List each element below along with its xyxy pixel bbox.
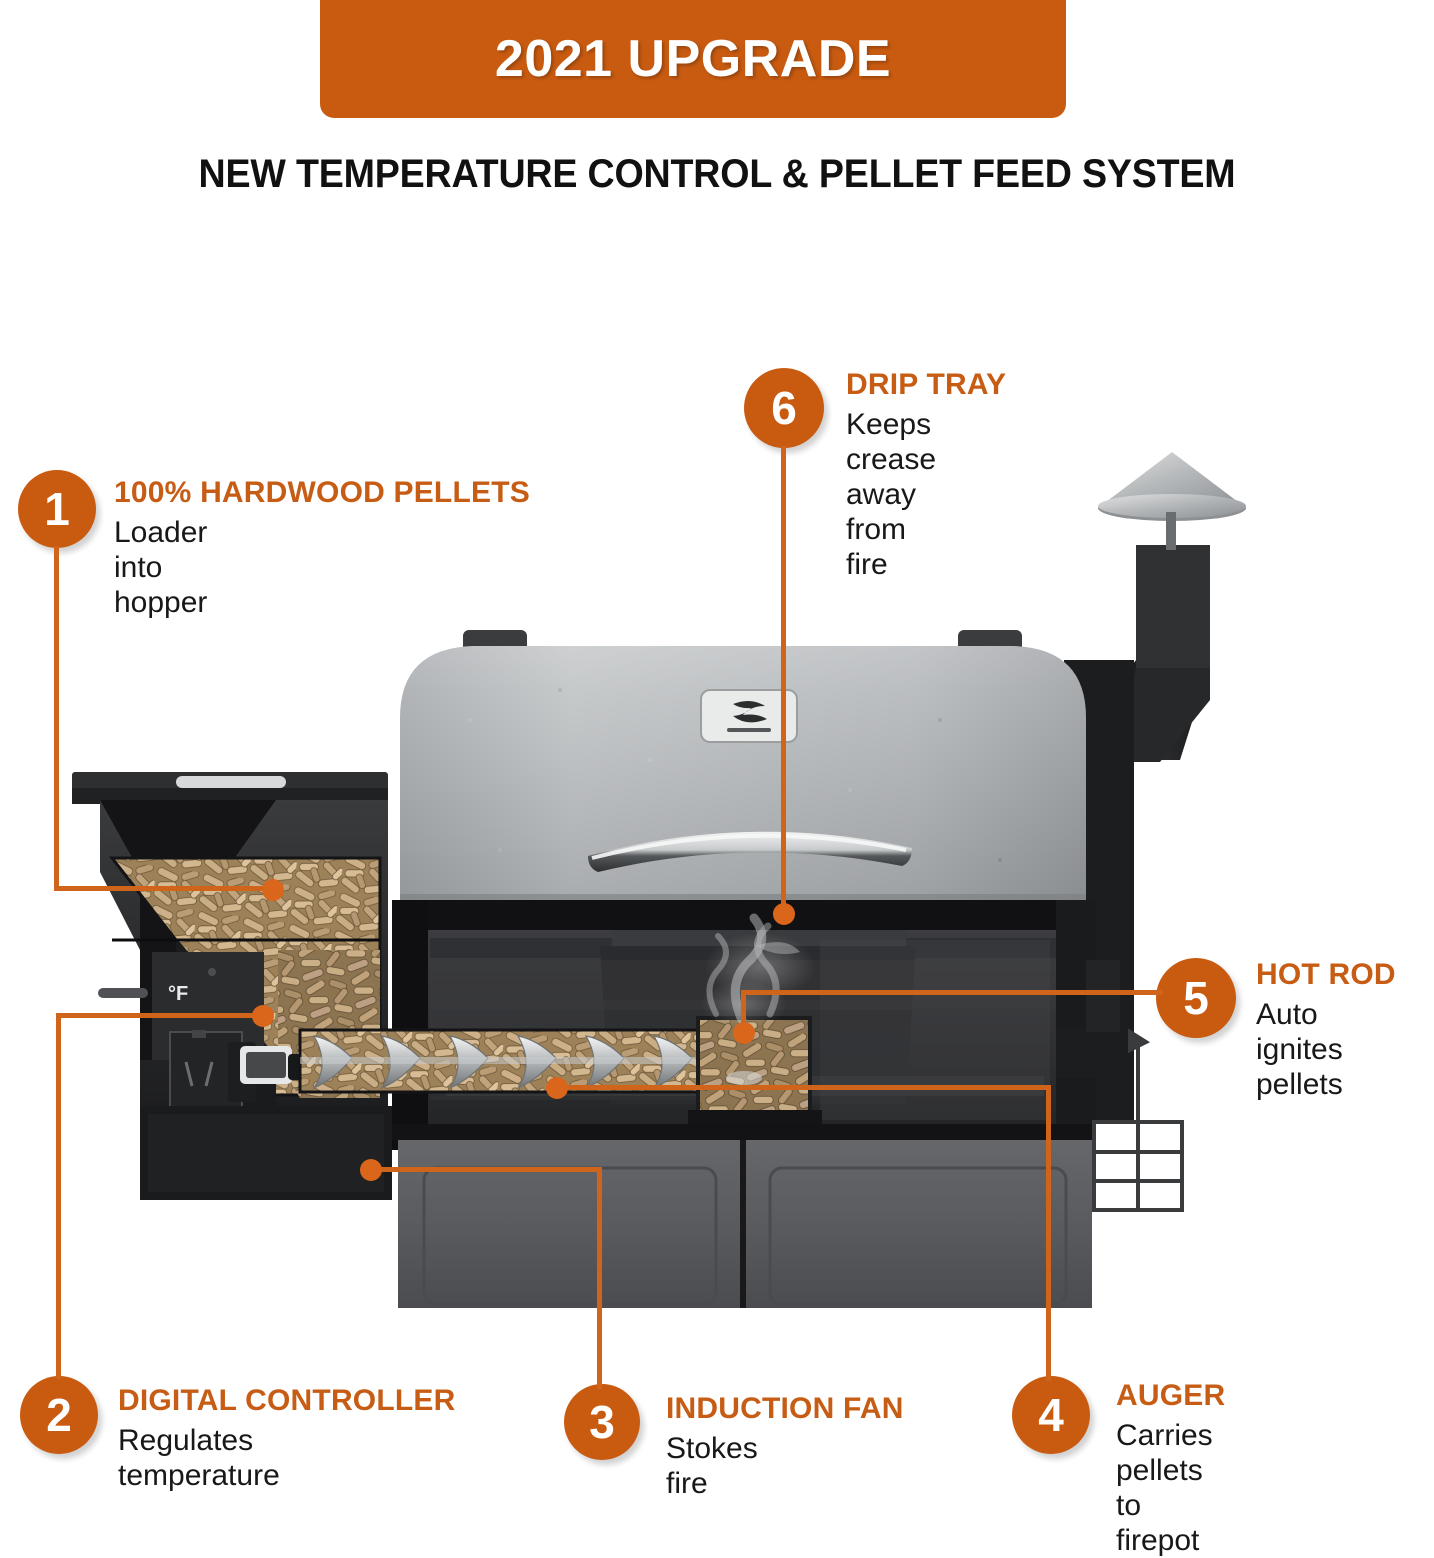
upgrade-banner: 2021 UPGRADE <box>320 0 1066 118</box>
callout-1-leader-v <box>54 546 59 890</box>
grill-lid <box>400 646 1086 908</box>
firepot <box>688 1016 822 1124</box>
side-wire-rack <box>1092 1028 1184 1212</box>
cabinet-right-panel <box>744 1140 1092 1308</box>
callout-6-desc: Keeps crease away from fire <box>846 407 936 582</box>
callout-4-desc: Carries pellets to firepot <box>1116 1418 1213 1558</box>
callout-5-desc-line2: pellets <box>1256 1068 1343 1102</box>
callout-5-badge[interactable]: 5 <box>1156 958 1236 1038</box>
callout-2-desc: Regulates temperature <box>118 1424 280 1493</box>
callout-5-desc: Auto ignites pellets <box>1256 997 1343 1102</box>
callout-1-desc: Loader into hopper <box>114 516 208 620</box>
callout-6-desc-line2: from fire <box>846 513 906 582</box>
callout-5-title: HOT ROD <box>1256 958 1396 991</box>
controller-panel: °F <box>102 952 264 1115</box>
callout-2-leader-v <box>56 1013 61 1379</box>
callout-3-leader-v <box>597 1167 602 1389</box>
callout-4-leader-v <box>1046 1085 1051 1381</box>
svg-text:°F: °F <box>168 983 188 1005</box>
brand-badge <box>700 689 798 743</box>
callout-6-desc-line1: Keeps crease away <box>846 408 937 512</box>
callout-6-dot <box>773 903 795 925</box>
page-subtitle: NEW TEMPERATURE CONTROL & PELLET FEED SY… <box>198 152 1236 196</box>
callout-5-leader-h <box>741 990 1163 995</box>
callout-6-leader-v <box>781 446 786 912</box>
callout-2-leader-h <box>56 1013 262 1018</box>
callout-5-leader-v <box>741 990 746 1034</box>
callout-5-desc-line1: Auto ignites <box>1256 998 1343 1067</box>
product-illustration: °F <box>72 452 1246 1308</box>
callout-2-badge[interactable]: 2 <box>20 1376 98 1454</box>
callout-3-desc: Stokes fire <box>666 1432 758 1501</box>
cabinet <box>140 1106 1092 1308</box>
callout-1-badge[interactable]: 1 <box>18 470 96 548</box>
callout-4-desc-line2: to firepot <box>1116 1489 1200 1558</box>
callout-6-badge[interactable]: 6 <box>744 368 824 448</box>
callout-6-title: DRIP TRAY <box>846 368 1007 401</box>
callout-2-title: DIGITAL CONTROLLER <box>118 1384 456 1417</box>
callout-2-dot <box>252 1005 274 1027</box>
banner-label: 2021 UPGRADE <box>494 30 892 88</box>
lid-handle <box>588 831 912 872</box>
callout-1-dot <box>262 879 284 901</box>
callout-4-desc-line1: Carries pellets <box>1116 1419 1213 1488</box>
callout-4-leader-h <box>556 1085 1048 1090</box>
callout-5-dot <box>733 1022 755 1044</box>
callout-1-title: 100% HARDWOOD PELLETS <box>114 476 530 509</box>
callout-3-title: INDUCTION FAN <box>666 1392 904 1425</box>
callout-4-badge[interactable]: 4 <box>1012 1376 1090 1454</box>
callout-3-dot <box>360 1159 382 1181</box>
firepot-hot-rod <box>726 1071 762 1085</box>
hopper-side-rod <box>98 988 148 998</box>
callout-1-leader-h <box>54 886 274 891</box>
chimney-cap <box>1098 452 1246 550</box>
cabinet-left-panel <box>398 1140 742 1308</box>
callout-3-badge[interactable]: 3 <box>564 1384 640 1460</box>
callout-4-title: AUGER <box>1116 1379 1226 1412</box>
callout-3-leader-h <box>368 1167 602 1172</box>
rack-bracket <box>1056 1028 1116 1078</box>
hopper-lid-handle <box>176 776 286 788</box>
callout-4-dot <box>546 1077 568 1099</box>
